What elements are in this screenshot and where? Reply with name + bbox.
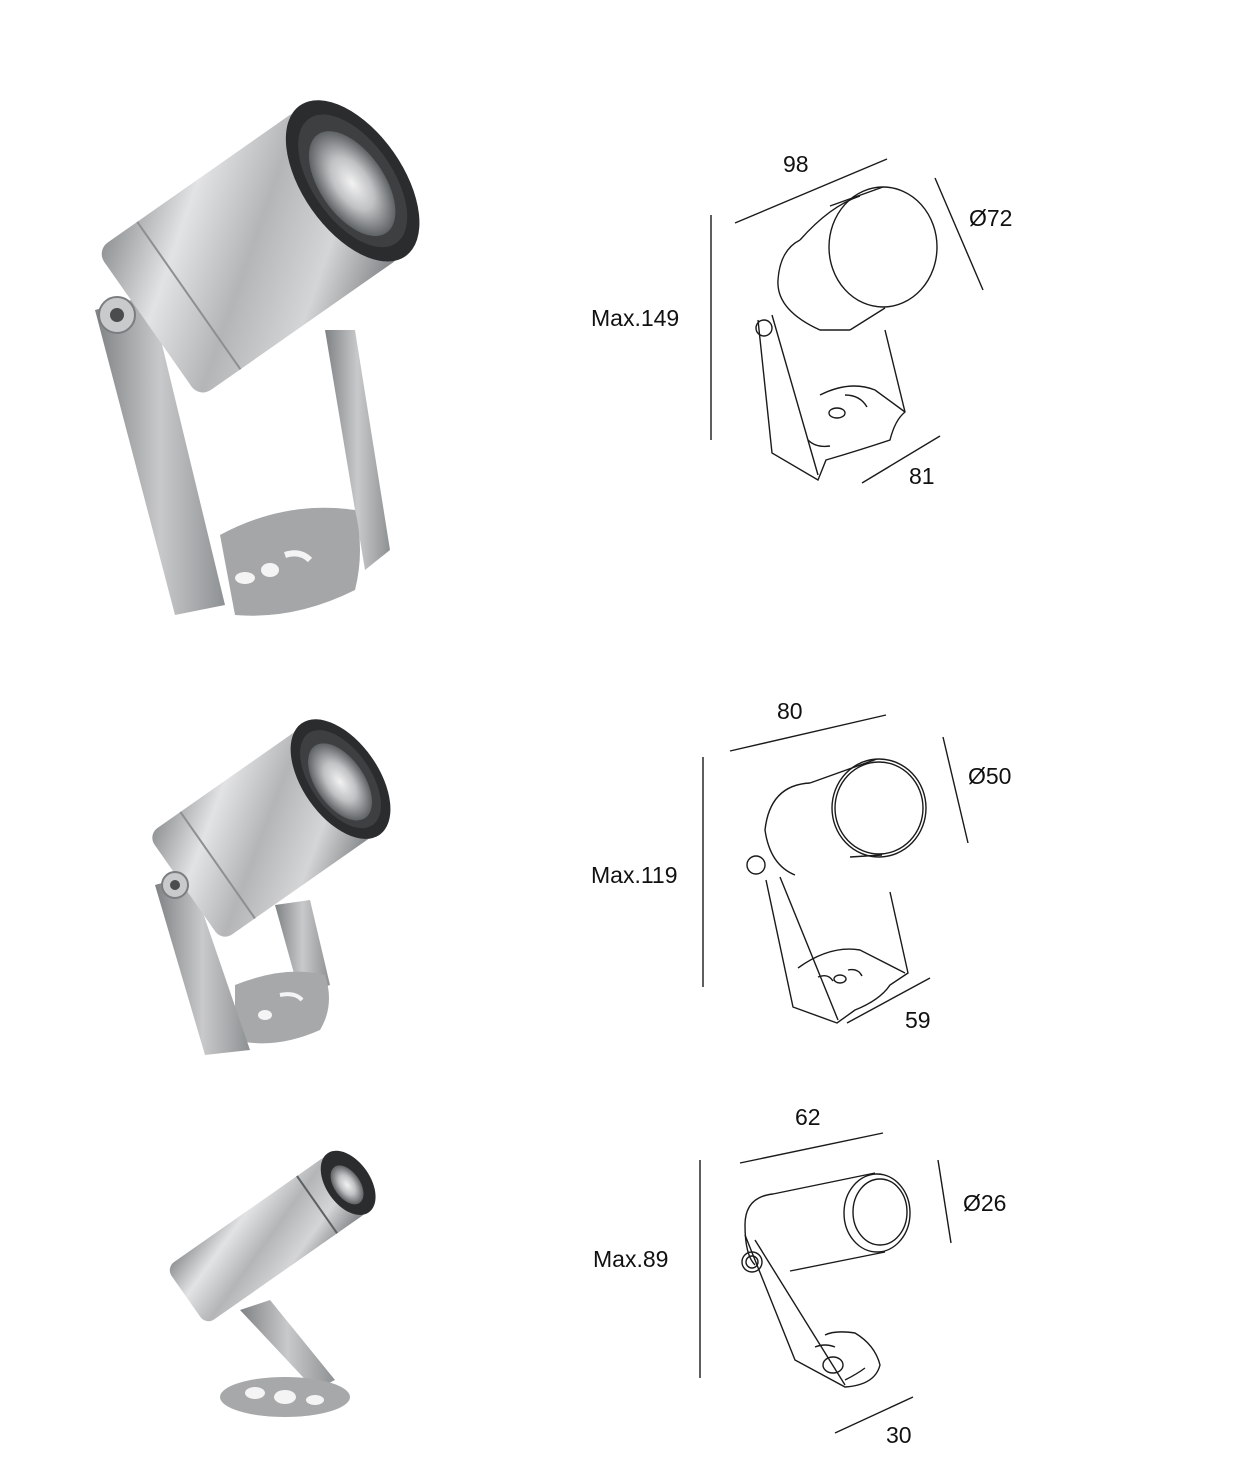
dimension-drawing-small — [695, 1125, 955, 1445]
dimension-drawing-large — [700, 150, 1010, 490]
length-label-large: 98 — [783, 151, 809, 177]
length-label-small: 62 — [795, 1104, 821, 1130]
base-label-medium: 59 — [905, 1007, 931, 1033]
product-photo-large — [55, 30, 475, 630]
dimension-drawing-medium — [700, 714, 1000, 1025]
diameter-label-large: Ø72 — [969, 205, 1013, 231]
length-label-medium: 80 — [777, 698, 803, 724]
product-photo-medium — [125, 685, 415, 1060]
base-label-small: 30 — [886, 1422, 912, 1448]
product-photo-small — [155, 1125, 385, 1425]
diameter-label-medium: Ø50 — [968, 763, 1012, 789]
height-label-small: Max.89 — [593, 1246, 669, 1272]
height-label-medium: Max.119 — [591, 862, 678, 888]
height-label-large: Max.149 — [591, 305, 680, 331]
base-label-large: 81 — [909, 463, 935, 489]
diameter-label-small: Ø26 — [963, 1190, 1007, 1216]
